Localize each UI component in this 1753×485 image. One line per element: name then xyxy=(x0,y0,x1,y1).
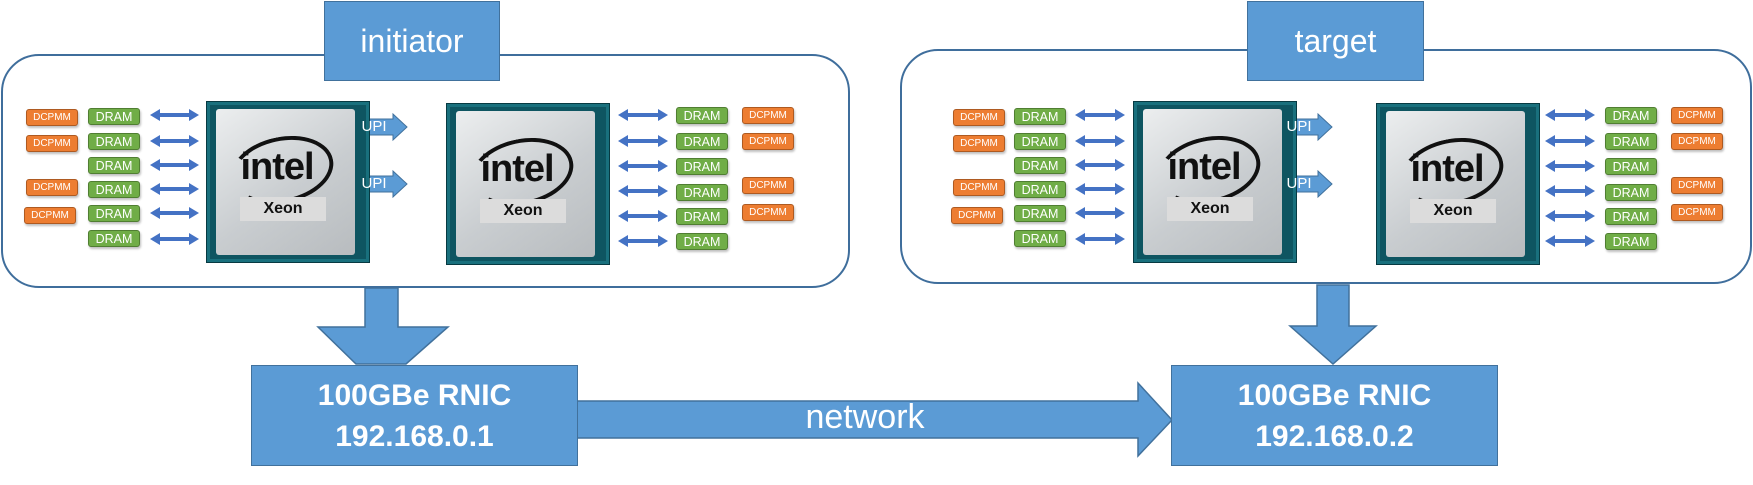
initiator-right-mem-arrow-2 xyxy=(618,160,668,172)
initiator-right-dram-4: DRAM xyxy=(676,208,728,225)
initiator-down-arrow xyxy=(316,287,450,365)
target-rnic: 100GBe RNIC 192.168.0.2 xyxy=(1171,365,1498,466)
initiator-rnic-name: 100GBe RNIC xyxy=(317,378,512,412)
cpu-model-label: Xeon xyxy=(480,199,566,223)
target-left-mem-arrow-5 xyxy=(1075,233,1125,245)
target-right-dram-4: DRAM xyxy=(1605,208,1657,225)
target-left-mem-arrow-3 xyxy=(1075,183,1125,195)
target-right-mem-arrow-0 xyxy=(1545,109,1595,121)
target-left-dcpmm-2: DCPMM xyxy=(953,179,1005,196)
initiator-right-mem-arrow-0 xyxy=(618,109,668,121)
target-right-mem-arrow-1 xyxy=(1545,135,1595,147)
initiator-right-dram-3: DRAM xyxy=(676,184,728,201)
target-right-dram-1: DRAM xyxy=(1605,133,1657,150)
intel-logo: intel xyxy=(240,145,314,188)
cpu-model-label: Xeon xyxy=(240,197,326,221)
intel-logo: intel xyxy=(1167,145,1241,188)
initiator-right-dram-5: DRAM xyxy=(676,233,728,250)
target-left-dram-0: DRAM xyxy=(1014,108,1066,125)
initiator-title: initiator xyxy=(324,1,500,81)
initiator-left-mem-arrow-5 xyxy=(150,233,199,245)
initiator-left-dram-5: DRAM xyxy=(88,230,140,247)
cpu-model-label: Xeon xyxy=(1410,199,1496,223)
target-left-dcpmm-3: DCPMM xyxy=(951,207,1003,224)
initiator-left-mem-arrow-2 xyxy=(150,159,199,171)
target-left-dram-3: DRAM xyxy=(1014,181,1066,198)
initiator-upi-label-1: UPI xyxy=(361,175,387,192)
target-left-mem-arrow-0 xyxy=(1075,109,1125,121)
initiator-left-dram-3: DRAM xyxy=(88,181,140,198)
target-left-dram-1: DRAM xyxy=(1014,133,1066,150)
target-rnic-ip: 192.168.0.2 xyxy=(1255,419,1414,453)
initiator-right-dcpmm-1: DCPMM xyxy=(742,133,794,150)
target-right-dcpmm-1: DCPMM xyxy=(1671,133,1723,150)
initiator-left-dram-1: DRAM xyxy=(88,133,140,150)
network-arrow xyxy=(576,381,1174,458)
target-down-arrow xyxy=(1288,284,1378,366)
intel-logo: intel xyxy=(1410,147,1484,190)
network-label: network xyxy=(805,398,925,436)
initiator-right-mem-arrow-3 xyxy=(618,185,668,197)
target-right-dcpmm-3: DCPMM xyxy=(1671,204,1723,221)
initiator-left-dram-2: DRAM xyxy=(88,157,140,174)
target-left-dcpmm-1: DCPMM xyxy=(953,135,1005,152)
target-right-mem-arrow-3 xyxy=(1545,185,1595,197)
target-upi-label-0: UPI xyxy=(1286,118,1312,135)
initiator-right-mem-arrow-1 xyxy=(618,135,668,147)
target-right-dram-3: DRAM xyxy=(1605,184,1657,201)
target-right-mem-arrow-2 xyxy=(1545,160,1595,172)
initiator-upi-label-0: UPI xyxy=(361,118,387,135)
initiator-right-mem-arrow-5 xyxy=(618,235,668,247)
initiator-left-mem-arrow-1 xyxy=(150,135,199,147)
initiator-right-dram-0: DRAM xyxy=(676,107,728,124)
initiator-right-dcpmm-3: DCPMM xyxy=(742,204,794,221)
target-right-mem-arrow-4 xyxy=(1545,210,1595,222)
target-title: target xyxy=(1247,1,1424,81)
initiator-left-dram-4: DRAM xyxy=(88,205,140,222)
initiator-right-mem-arrow-4 xyxy=(618,210,668,222)
initiator-left-dcpmm-3: DCPMM xyxy=(24,207,76,224)
target-left-mem-arrow-2 xyxy=(1075,159,1125,171)
target-left-dram-2: DRAM xyxy=(1014,157,1066,174)
target-right-dram-2: DRAM xyxy=(1605,158,1657,175)
target-left-dram-5: DRAM xyxy=(1014,230,1066,247)
initiator-right-dcpmm-2: DCPMM xyxy=(742,177,794,194)
target-left-mem-arrow-1 xyxy=(1075,135,1125,147)
initiator-left-mem-arrow-4 xyxy=(150,207,199,219)
initiator-left-dcpmm-1: DCPMM xyxy=(26,135,78,152)
initiator-left-dcpmm-2: DCPMM xyxy=(26,179,78,196)
initiator-right-dcpmm-0: DCPMM xyxy=(742,107,794,124)
target-right-dcpmm-2: DCPMM xyxy=(1671,177,1723,194)
cpu-model-label: Xeon xyxy=(1167,197,1253,221)
initiator-left-dram-0: DRAM xyxy=(88,108,140,125)
initiator-left-dcpmm-0: DCPMM xyxy=(26,109,78,126)
target-right-dram-0: DRAM xyxy=(1605,107,1657,124)
initiator-right-dram-2: DRAM xyxy=(676,158,728,175)
initiator-rnic: 100GBe RNIC 192.168.0.1 xyxy=(251,365,578,466)
target-right-dcpmm-0: DCPMM xyxy=(1671,107,1723,124)
initiator-right-dram-1: DRAM xyxy=(676,133,728,150)
target-rnic-name: 100GBe RNIC xyxy=(1237,378,1432,412)
target-right-mem-arrow-5 xyxy=(1545,235,1595,247)
initiator-rnic-ip: 192.168.0.1 xyxy=(335,419,494,453)
target-left-mem-arrow-4 xyxy=(1075,207,1125,219)
initiator-left-mem-arrow-0 xyxy=(150,109,199,121)
target-right-dram-5: DRAM xyxy=(1605,233,1657,250)
intel-logo: intel xyxy=(480,147,554,190)
target-left-dcpmm-0: DCPMM xyxy=(953,109,1005,126)
initiator-left-mem-arrow-3 xyxy=(150,183,199,195)
target-upi-label-1: UPI xyxy=(1286,175,1312,192)
target-left-dram-4: DRAM xyxy=(1014,205,1066,222)
